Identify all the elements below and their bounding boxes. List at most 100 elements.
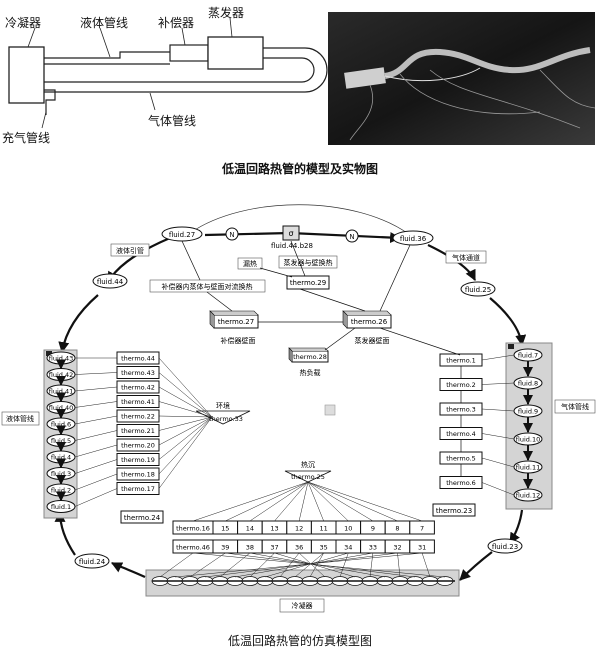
thermo-node-label: thermo.42 — [121, 384, 155, 392]
thermo-node-label: 7 — [420, 525, 424, 533]
node-fluid-36 — [392, 230, 434, 246]
svg-text:fluid.27: fluid.27 — [169, 231, 195, 239]
label-evap-wall: 蒸发器壁面 — [355, 336, 390, 345]
svg-text:fluid.44: fluid.44 — [97, 278, 124, 286]
svg-text:N: N — [349, 233, 354, 241]
fluid-node-label: fluid.5 — [51, 437, 71, 445]
loop-bottom-left — [111, 562, 146, 578]
node-fluid-24 — [74, 553, 110, 569]
thermo-node-label: thermo.18 — [121, 471, 155, 479]
fluid-node — [513, 488, 543, 502]
thermo-node-label: 31 — [418, 544, 426, 552]
node-fluid-44 — [92, 273, 128, 289]
thermo-node — [409, 520, 435, 535]
thermo-node-label: 33 — [369, 544, 377, 552]
right-thermo-column: thermo.1thermo.2thermo.3thermo.4thermo.5… — [439, 353, 515, 496]
fluid-node-label: fluid.43 — [49, 355, 73, 363]
svg-text:thermo.33: thermo.33 — [209, 415, 243, 423]
thermo-node-label: thermo.46 — [176, 544, 210, 552]
thermo-node-label: thermo.4 — [446, 430, 476, 438]
label-compensator: 补偿器 — [158, 15, 194, 30]
fluid-node-label: fluid.11 — [516, 464, 540, 472]
panel-icon — [508, 344, 514, 349]
svg-text:fluid.36: fluid.36 — [400, 235, 427, 243]
loop-right-down — [427, 244, 476, 281]
node-fluid-44-b28 — [282, 225, 300, 241]
thermo-node-label: 12 — [295, 525, 303, 533]
label-evap-heat: 蒸发器与壁换热 — [284, 258, 333, 267]
label-liquid-line: 液体管线 — [80, 15, 128, 30]
thermo-node-label: 13 — [270, 525, 278, 533]
label-heat-load: 热负载 — [300, 368, 321, 377]
thermo-node-label: 11 — [320, 525, 328, 533]
svg-text:σ: σ — [288, 229, 293, 238]
liquid-line-pipe — [44, 51, 170, 59]
node-thermo-23 — [432, 503, 476, 517]
node-fluid-25 — [460, 281, 496, 297]
fluid-node-label: fluid.42 — [49, 371, 73, 379]
condenser-links — [152, 552, 455, 582]
svg-text:fluid.23: fluid.23 — [492, 543, 518, 551]
thermo-node-label: thermo.6 — [446, 479, 476, 487]
node-thermo-29 — [286, 275, 330, 290]
valve-icon — [345, 229, 359, 243]
loop-right-down-2 — [489, 297, 527, 347]
label-liquid-lead: 液体引管 — [116, 246, 144, 255]
thermo-node-label: thermo.16 — [176, 525, 210, 533]
node-thermo-27: thermo.27 — [209, 310, 259, 329]
thermo-node-label: 34 — [344, 544, 352, 552]
label-comp-wall-short: 补偿器壁面 — [221, 336, 256, 345]
loop-heat-pipe-model: 冷凝器 液体管线 补偿器 蒸发器 气体管线 充气管线 — [2, 5, 328, 145]
thermo-node-label: 37 — [270, 544, 278, 552]
fluid-node-label: fluid.8 — [518, 380, 538, 388]
node-thermo-24 — [120, 510, 164, 524]
heat-sink-links — [192, 481, 423, 522]
loop-bottom-right — [459, 551, 493, 581]
svg-text:thermo.24: thermo.24 — [124, 514, 161, 522]
environment-links — [158, 357, 213, 489]
label-condenser-sim: 冷凝器 — [292, 601, 313, 610]
thermo-node-label: thermo.43 — [121, 369, 155, 377]
thermo-node-label: 15 — [221, 525, 229, 533]
left-fluid-column: fluid.43fluid.42fluid.41fluid.40fluid.6f… — [46, 351, 76, 513]
right-fluid-column: fluid.7fluid.8fluid.9fluid.10fluid.11flu… — [513, 348, 543, 502]
label-leak: 漏热 — [243, 259, 257, 268]
label-vapor-line: 气体管线 — [148, 113, 196, 128]
label-charge-line: 充气管线 — [2, 130, 50, 145]
device-photo — [328, 12, 596, 145]
svg-text:thermo.28: thermo.28 — [293, 353, 327, 361]
vapor-line-pipe-inner — [44, 57, 315, 83]
thermo-node-label: thermo.17 — [121, 485, 155, 493]
photo-pipe — [384, 47, 591, 79]
panel-icon — [46, 351, 52, 356]
label-comp-wall: 补偿器内蒸体与壁面对流换热 — [162, 282, 253, 291]
thermo-node-label: 38 — [246, 544, 254, 552]
thermo-node-label: thermo.44 — [121, 355, 155, 363]
evaporator-body — [207, 36, 264, 70]
thermo-node-label: thermo.5 — [446, 455, 476, 463]
thermo-node-label: 35 — [320, 544, 328, 552]
thermo-node-label: thermo.20 — [121, 442, 155, 450]
thermo-node-label: 32 — [393, 544, 401, 552]
fluid-node-label: fluid.10 — [516, 436, 540, 444]
thermo-node-label: thermo.21 — [121, 427, 155, 435]
left-thermo-column: thermo.44thermo.43thermo.42thermo.41ther… — [74, 351, 160, 507]
fluid-node-label: fluid.12 — [516, 492, 540, 500]
marker-square — [324, 404, 336, 416]
svg-text:N: N — [229, 231, 234, 239]
svg-text:fluid.44.b28: fluid.44.b28 — [271, 242, 313, 250]
thermo-node-label: 9 — [371, 525, 375, 533]
fluid-node-label: fluid.40 — [49, 404, 73, 412]
thermo-node-label: thermo.19 — [121, 456, 155, 464]
svg-text:thermo.26: thermo.26 — [351, 318, 388, 326]
svg-text:thermo.25: thermo.25 — [291, 473, 325, 481]
node-thermo-28: thermo.28 — [288, 347, 329, 363]
thermo-node-label: thermo.1 — [446, 357, 476, 365]
thermo-node-label: thermo.22 — [121, 413, 155, 421]
svg-text:thermo.29: thermo.29 — [290, 279, 326, 287]
valve-icon — [225, 227, 239, 241]
loop-right-bottom — [509, 509, 524, 544]
